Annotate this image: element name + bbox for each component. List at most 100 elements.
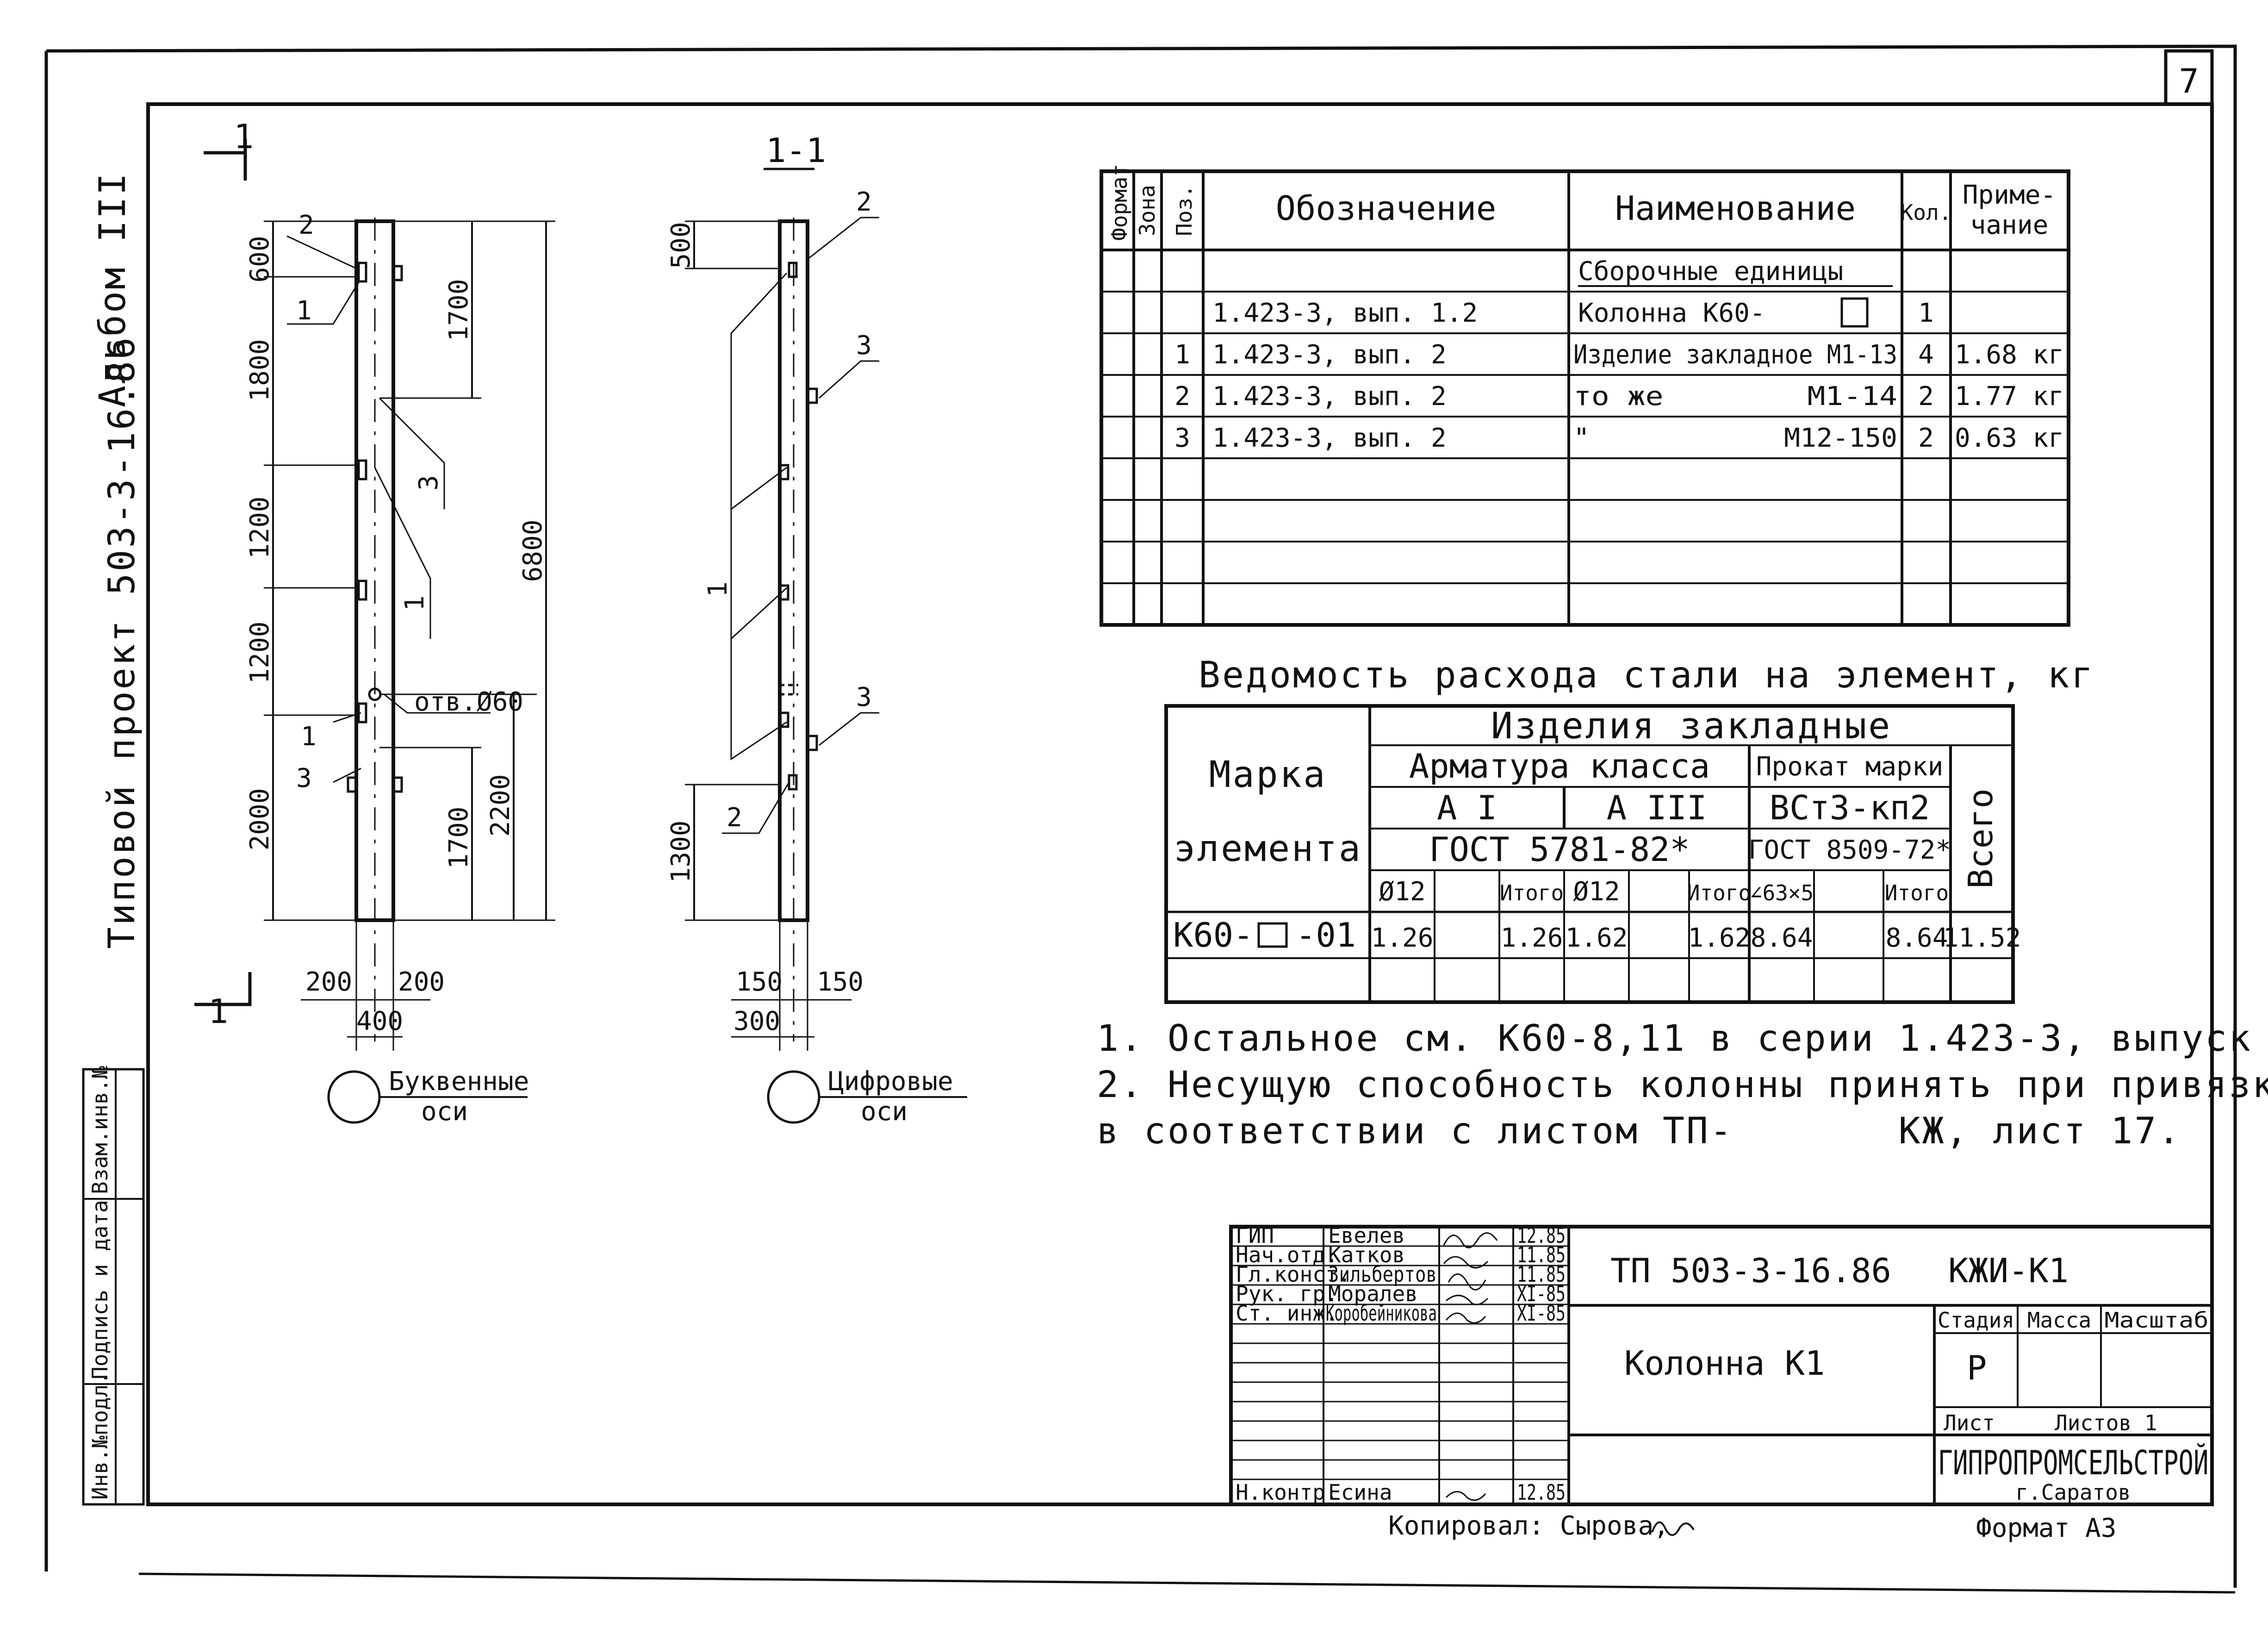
tb-date-4: XI-85 (1517, 1281, 1566, 1306)
steel-head-mark-2: элемента (1174, 828, 1362, 870)
tb-stage-header: Стадия (1938, 1308, 2014, 1333)
steel-cell: 1.62 (1688, 923, 1751, 953)
tb-scale-header: Масштаб (2105, 1308, 2209, 1333)
column-elevation (194, 139, 555, 1124)
tb-name-2: Катков (1328, 1242, 1405, 1267)
spec-qty: 1 (1918, 298, 1934, 328)
axis-caption-letters: Буквенные (389, 1066, 529, 1097)
outer-frame (46, 44, 2237, 1588)
steel-head-gost1: ГОСТ 5781-82* (1429, 830, 1690, 869)
column-section (685, 168, 967, 1124)
tb-name-1: Евелев (1328, 1223, 1405, 1248)
axis-caption-digits: Цифровые (828, 1066, 953, 1097)
section-callout-3: 3 (856, 330, 872, 361)
callout-3: 3 (414, 475, 444, 491)
spec-header-name: Наименование (1615, 189, 1856, 228)
title-block (1229, 1225, 2214, 1506)
steel-sub-cell: ∠63×5 (1750, 880, 1814, 905)
steel-cell: 1.26 (1501, 923, 1563, 953)
tb-role-eng: Ст. инж. (1236, 1301, 1338, 1326)
spec-note: 1.77 кг (1955, 381, 2064, 412)
spec-note: 1.68 кг (1955, 340, 2064, 370)
margin-label-sign: Подпись и дата (87, 1200, 112, 1379)
spec-pos: 3 (1174, 423, 1190, 453)
section-title: 1-1 (766, 131, 826, 170)
spec-row-3: 3 1.423-3, вып. 2 " М12-150 2 0.63 кг (1174, 423, 2064, 453)
steel-mark: К60- (1173, 916, 1253, 954)
spec-name: то же М1-14 (1573, 381, 1897, 412)
steel-head-gost2: ГОСТ 8509-72* (1748, 835, 1951, 865)
steel-head-group: Изделия закладные (1491, 705, 1892, 747)
steel-head-a3: А III (1607, 788, 1707, 827)
tb-format-label: Формат А3 (1976, 1513, 2116, 1543)
spec-designation: 1.423-3, вып. 2 (1212, 381, 1447, 412)
steel-cell: 1.26 (1371, 923, 1434, 953)
axis-caption-letters-2: оси (421, 1097, 468, 1127)
spec-pos: 1 (1174, 340, 1190, 370)
steel-head-mark-1: Марка (1209, 754, 1327, 796)
tb-org-city: г.Саратов (2015, 1480, 2131, 1505)
note-3: в соответствии с листом ТП- КЖ, лист 17. (1097, 1110, 2181, 1152)
steel-table-title: Ведомость расхода стали на элемент, кг (1199, 655, 2094, 696)
signature-1 (1443, 1232, 1498, 1248)
spec-name: Изделие закладное М1-13 (1573, 340, 1897, 370)
spec-name: " М12-150 (1573, 423, 1897, 453)
tb-date-2: 11.85 (1517, 1242, 1566, 1267)
steel-sub-cell: Ø12 (1573, 877, 1620, 907)
steel-head-rolled: Прокат марки (1756, 752, 1944, 782)
callout-1b: 1 (400, 595, 430, 611)
tb-name-5: Коробейникова (1326, 1301, 1437, 1326)
spec-header-note-2: чание (1970, 210, 2049, 240)
steel-cell: 8.64 (1886, 923, 1948, 953)
spec-qty: 4 (1918, 340, 1934, 370)
dim-1800: 1800 (245, 339, 275, 402)
width-dim-400: 400 (356, 1006, 403, 1036)
spec-name: Колонна К60- (1578, 298, 1765, 328)
steel-head-total: Всего (1961, 788, 2000, 889)
spec-pos: 2 (1174, 381, 1190, 412)
tb-date-1: 12.85 (1517, 1223, 1566, 1248)
tb-name-6: Есина (1328, 1480, 1392, 1505)
dim-2000: 2000 (245, 788, 275, 851)
note-2: 2. Несущую способность колонны принять п… (1097, 1064, 2268, 1106)
steel-sub-cell: Итого (1500, 880, 1564, 905)
tb-date-6: 12.85 (1517, 1480, 1566, 1505)
spec-table (1100, 169, 2070, 627)
width-dim-200-right: 200 (398, 967, 445, 997)
note-1: 1. Остальное см. К60-8,11 в серии 1.423-… (1097, 1018, 2268, 1060)
steel-cell: 8.64 (1751, 923, 1813, 953)
tb-date-5: XI-85 (1517, 1301, 1566, 1326)
tb-role-chief: Гл.конст. (1236, 1262, 1351, 1287)
tb-item-name: Колонна К1 (1624, 1344, 1825, 1383)
spec-designation: 1.423-3, вып. 2 (1212, 423, 1447, 453)
tb-stage-value: Р (1967, 1348, 1987, 1387)
spec-qty: 2 (1918, 423, 1934, 453)
section-mark-top: 1 (234, 117, 254, 156)
hole-label: отв.Ø60 (414, 687, 523, 717)
sheet-number-box (2164, 49, 2214, 106)
steel-head-rebar: Арматура класса (1409, 747, 1710, 786)
callout-1c: 1 (301, 722, 317, 752)
dim-6800: 6800 (518, 520, 548, 582)
inner-frame (146, 102, 2214, 1506)
spec-note: 0.63 кг (1955, 423, 2064, 453)
album-label: Альбом III (92, 171, 134, 407)
tb-mass-header: Масса (2027, 1308, 2091, 1333)
tb-sheets-label: Листов 1 (2055, 1410, 2157, 1435)
spec-row-2: 2 1.423-3, вып. 2 то же М1-14 2 1.77 кг (1174, 381, 2064, 412)
tb-sheet-label: Лист (1944, 1410, 1995, 1435)
tb-org-name: ГИПРОПРОМСЕЛЬСТРОЙ (1938, 1443, 2209, 1482)
spec-designation: 1.423-3, вып. 1.2 (1212, 298, 1478, 328)
tb-role-head: Нач.отд. (1236, 1242, 1338, 1267)
dim-1700-top: 1700 (444, 279, 474, 342)
steel-table (1164, 704, 2015, 1004)
margin-label-inv: Инв.№подл. (87, 1372, 112, 1500)
tb-date-3: 11.85 (1517, 1262, 1566, 1287)
steel-mark-suffix: -01 (1296, 916, 1356, 954)
spec-header-format: Формат (1107, 164, 1132, 241)
left-margin-stamp (82, 1068, 145, 1506)
spec-header-note-1: Приме- (1963, 180, 2056, 210)
callout-1: 1 (296, 296, 312, 326)
width-dim-200-left: 200 (305, 967, 352, 997)
